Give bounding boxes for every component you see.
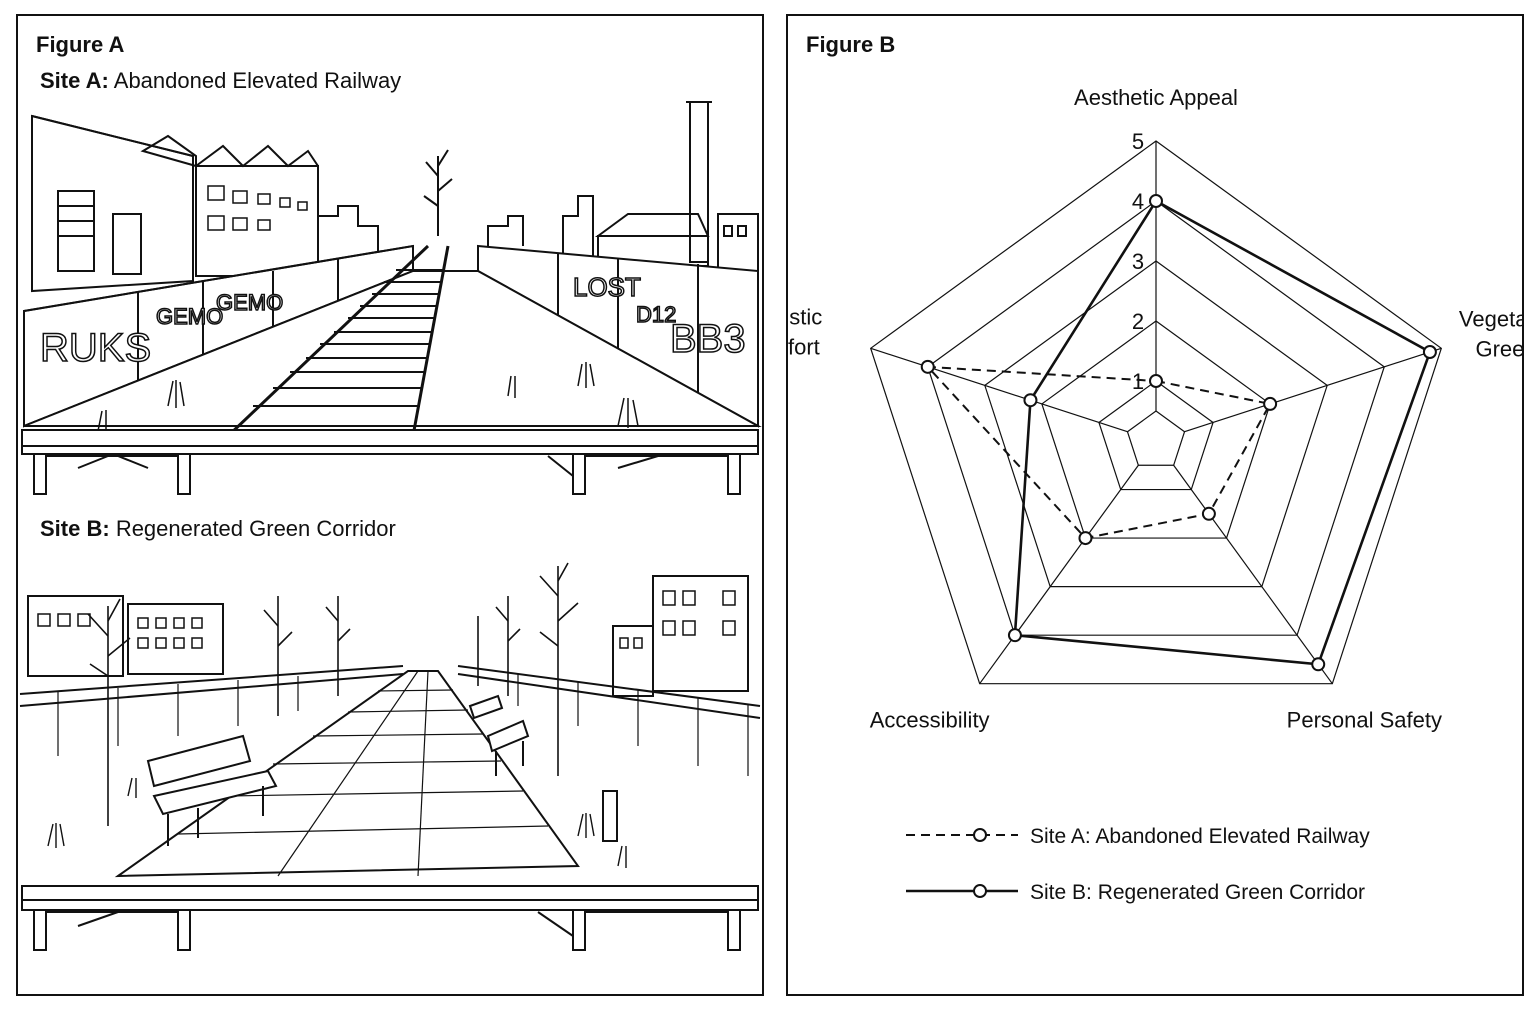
series-1-point-3 [1007,628,1022,643]
site-b-name: Regenerated Green Corridor [115,516,396,541]
graffiti-bb3: BB3 [670,317,746,361]
tick-label-1: 1 [1132,369,1144,394]
series-0-point-2 [1201,506,1216,521]
tick-label-3: 3 [1132,249,1144,274]
axis-label-0: Aesthetic Appeal [1074,85,1238,110]
axis-spoke-1 [1184,347,1442,433]
site-b-title: Site B: Regenerated Green Corridor [40,516,396,542]
grid-ring-2 [1041,320,1271,539]
graffiti-lost: LOST [573,272,641,302]
legend-marker-0 [973,828,987,842]
series-0-point-1 [1263,396,1278,411]
legend-label-0: Site A: Abandoned Elevated Railway [1030,825,1370,848]
figure-b-panel: Figure B 1 2 3 4 5 Aesthetic AppealVegetatio… [786,14,1524,996]
site-a-prefix: Site A: [40,68,109,93]
series-line-0 [925,365,1272,540]
figure-a-label: Figure A [36,32,125,57]
grid-ring-1 [1098,380,1214,491]
series-1-point-2 [1311,657,1326,672]
grid-ring-0 [1126,410,1186,466]
graffiti-gemo-1: GEMO [156,304,223,329]
series-line-1 [1013,199,1432,666]
tick-label-5: 5 [1132,129,1144,154]
figure-b-label: Figure B [806,32,896,57]
legend-marker-1 [973,884,987,898]
figure-a-panel: Figure A Site A: Abandoned Elevated Rail… [16,14,764,996]
axis-label-3: Accessibility [870,708,990,733]
legend-label-1: Site B: Regenerated Green Corridor [1030,881,1365,904]
axis-label-1: Vegetation &Greenery [1459,306,1522,361]
site-a-title: Site A: Abandoned Elevated Railway [40,68,401,94]
axis-label-4: AcousticComfort [788,304,822,359]
grid-ring-5 [869,140,1443,685]
site-b-prefix: Site B: [40,516,110,541]
radar-spokes [870,141,1442,685]
radar-axis-labels: Aesthetic AppealVegetation &GreeneryPers… [788,85,1522,733]
site-a-name: Abandoned Elevated Railway [113,68,402,93]
radar-tick-labels: 1 2 3 4 5 [1132,129,1144,394]
axis-spoke-4 [870,347,1128,433]
grid-ring-4 [927,200,1385,636]
tick-label-2: 2 [1132,309,1144,334]
abandoned-railway-illustration: RUKS GEMO GEMO LOST D12 BB3 [21,101,762,495]
series-0-point-4 [920,359,935,374]
series-0-point-0 [1149,374,1163,388]
grid-ring-3 [984,260,1328,588]
radar-chart: 1 2 3 4 5 Aesthetic AppealVegetation &Greene… [788,85,1522,904]
axis-label-2: Personal Safety [1287,708,1442,733]
graffiti-d12: D12 [636,302,676,327]
radar-grid [869,140,1443,685]
graffiti-gemo-2: GEMO [216,290,283,315]
tick-label-4: 4 [1132,189,1144,214]
series-1-point-0 [1149,194,1163,208]
axis-spoke-3 [979,464,1139,685]
series-1-point-4 [1023,393,1038,408]
series-1-point-1 [1422,345,1437,360]
graffiti-ruks: RUKS [40,326,151,370]
series-0-point-3 [1078,531,1093,546]
radar-series [920,194,1437,672]
green-corridor-illustration [19,562,761,951]
axis-spoke-2 [1173,464,1333,685]
